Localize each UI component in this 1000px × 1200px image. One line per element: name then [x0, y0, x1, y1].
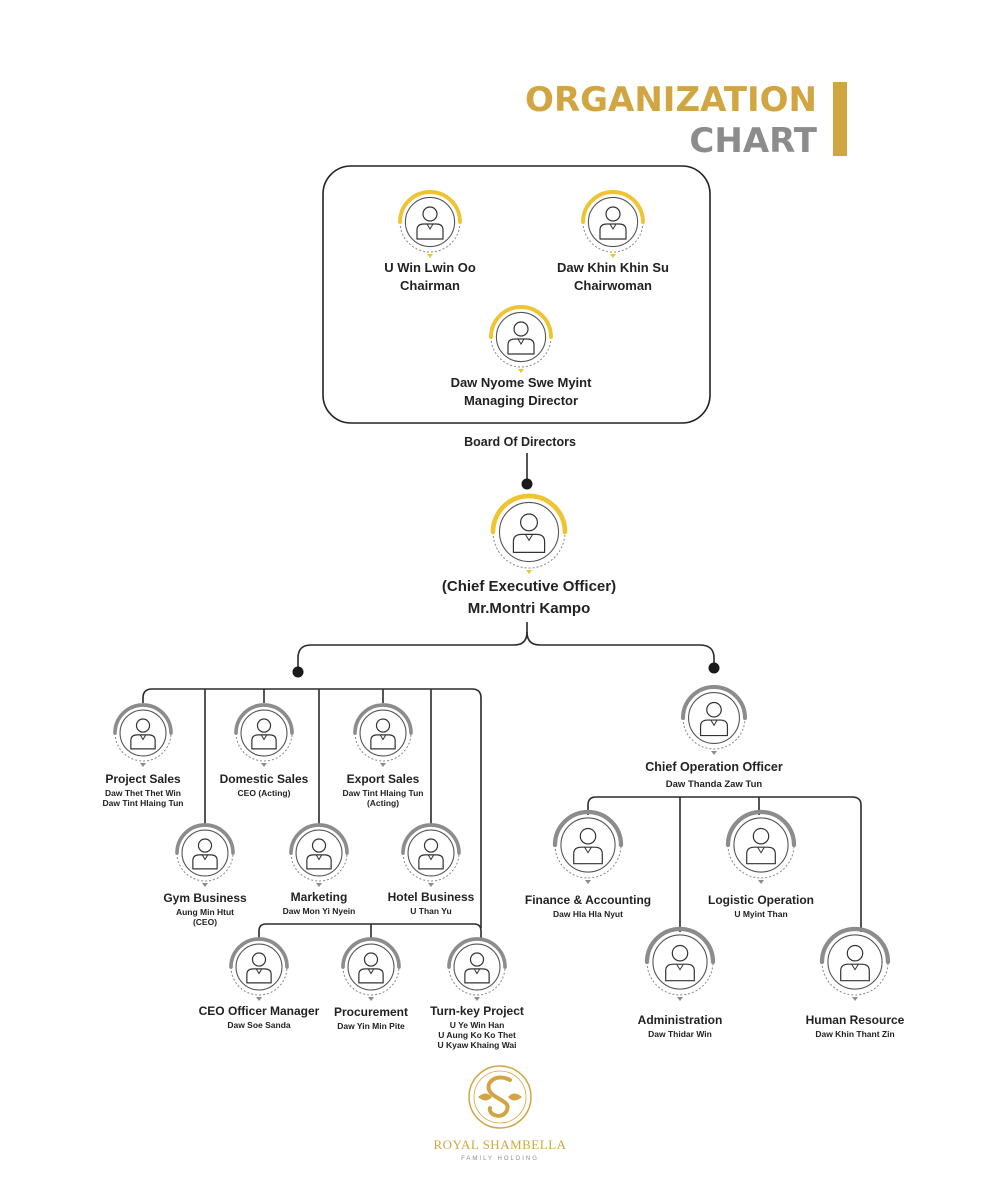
- human-resource-node: [819, 926, 891, 1001]
- finance-accounting-node: [552, 809, 624, 884]
- chart-title-line1: ORGANIZATION: [525, 80, 817, 120]
- export-sales-node: [353, 703, 413, 767]
- logo-brand: ROYAL SHAMBELLA: [433, 1137, 566, 1152]
- human-resource-title: Human Resource: [806, 1013, 905, 1027]
- finance-accounting-title: Finance & Accounting: [525, 893, 651, 907]
- ceo-officer-manager-person: Daw Soe Sanda: [227, 1020, 291, 1030]
- logistic-operation-title: Logistic Operation: [708, 893, 814, 907]
- ceo-node: [490, 493, 568, 574]
- gym-business-person: Aung Min Htut: [176, 907, 234, 917]
- finance-accounting-person: Daw Hla Hla Nyut: [553, 909, 623, 919]
- procurement-node: [341, 937, 401, 1001]
- hotel-business-person: U Than Yu: [410, 906, 451, 916]
- marketing-title: Marketing: [291, 890, 348, 904]
- export-sales-person: (Acting): [367, 798, 399, 808]
- administration-person: Daw Thidar Win: [648, 1029, 712, 1039]
- dot-board: [521, 478, 533, 490]
- title-accent-bar: [833, 82, 847, 156]
- chairwoman-name: Daw Khin Khin Su: [557, 260, 669, 275]
- turn-key-project-person: U Ye Win Han: [450, 1020, 505, 1030]
- project-sales-person: Daw Thet Thet Win: [105, 788, 181, 798]
- chart-title-line2: CHART: [689, 121, 817, 161]
- coo-node: [680, 685, 748, 755]
- ceo-title: (Chief Executive Officer): [442, 578, 616, 595]
- administration-title: Administration: [638, 1013, 723, 1027]
- administration-node: [644, 926, 716, 1001]
- project-sales-person: Daw Tint Hlaing Tun: [103, 798, 184, 808]
- ceo-officer-manager-title: CEO Officer Manager: [199, 1004, 320, 1018]
- project-sales-node: [113, 703, 173, 767]
- hotel-business-title: Hotel Business: [388, 890, 475, 904]
- domestic-sales-title: Domestic Sales: [220, 772, 309, 786]
- royal-shambella-logo: ROYAL SHAMBELLA FAMILY HOLDING: [433, 1065, 566, 1162]
- marketing-person: Daw Mon Yi Nyein: [283, 906, 356, 916]
- line-ceo-split: [297, 622, 528, 672]
- logistic-operation-node: [725, 809, 797, 884]
- dot-left: [292, 666, 304, 678]
- procurement-person: Daw Yin Min Pite: [337, 1021, 405, 1031]
- turn-key-project-title: Turn-key Project: [430, 1004, 524, 1018]
- chairman-role: Chairman: [400, 278, 460, 293]
- managing-director-node: [489, 305, 553, 373]
- marketing-node: [289, 823, 349, 887]
- board-of-directors-label: Board Of Directors: [464, 435, 576, 449]
- procurement-title: Procurement: [334, 1005, 408, 1019]
- turn-key-project-person: U Aung Ko Ko Thet: [438, 1030, 516, 1040]
- coo-title: Chief Operation Officer: [645, 760, 783, 774]
- ceo-name: Mr.Montri Kampo: [468, 600, 591, 617]
- managing-director-role: Managing Director: [464, 393, 578, 408]
- connector-dots: [292, 478, 720, 678]
- export-sales-title: Export Sales: [347, 772, 420, 786]
- line-ceo-branch-bottom: [258, 923, 482, 938]
- chairman-name: U Win Lwin Oo: [384, 260, 476, 275]
- line-ceo-branch-top: [142, 688, 482, 928]
- chairwoman-role: Chairwoman: [574, 278, 652, 293]
- domestic-sales-person: CEO (Acting): [238, 788, 291, 798]
- hotel-business-node: [401, 823, 461, 887]
- turn-key-project-person: U Kyaw Khaing Wai: [437, 1040, 516, 1050]
- dot-right: [708, 662, 720, 674]
- domestic-sales-node: [234, 703, 294, 767]
- turn-key-project-node: [447, 937, 507, 1001]
- coo-name: Daw Thanda Zaw Tun: [666, 779, 763, 790]
- gym-business-title: Gym Business: [163, 891, 247, 905]
- logo-sub: FAMILY HOLDING: [461, 1156, 539, 1162]
- project-sales-title: Project Sales: [105, 772, 181, 786]
- connector-lines: [142, 453, 862, 938]
- managing-director-name: Daw Nyome Swe Myint: [451, 375, 593, 390]
- gym-business-person: (CEO): [193, 917, 217, 927]
- person-nodes: [113, 190, 891, 1001]
- gym-business-node: [175, 823, 235, 887]
- logistic-operation-person: U Myint Than: [734, 909, 787, 919]
- export-sales-person: Daw Tint Hlaing Tun: [343, 788, 424, 798]
- board-of-directors-box: [322, 165, 711, 424]
- ceo-officer-manager-node: [229, 937, 289, 1001]
- chairwoman-node: [581, 190, 645, 258]
- line-coo-branch: [587, 796, 862, 932]
- human-resource-person: Daw Khin Thant Zin: [815, 1029, 894, 1039]
- chairman-node: [398, 190, 462, 258]
- line-ceo-split-right: [526, 631, 715, 668]
